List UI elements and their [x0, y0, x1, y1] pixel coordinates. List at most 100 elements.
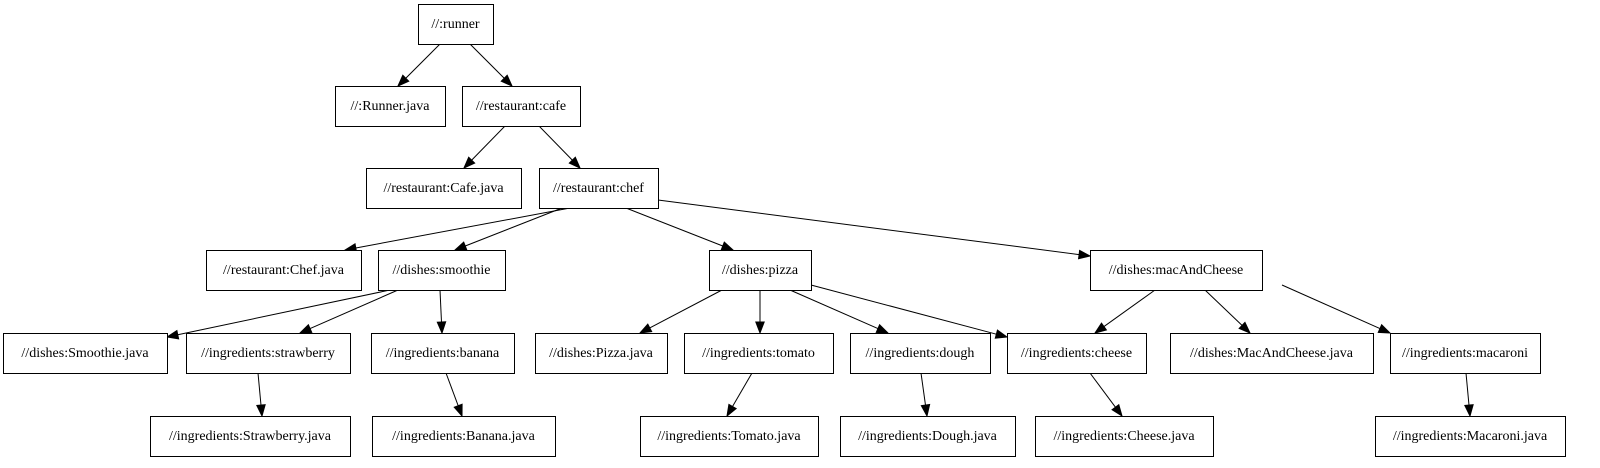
node-ing_macaroni_java[interactable]: //ingredients:Macaroni.java — [1375, 416, 1566, 457]
edge-dishes_smoothie-to-ing_strawberry — [298, 289, 399, 334]
edge-line — [309, 289, 399, 330]
edge-arrowhead — [256, 404, 266, 418]
edge-dishes_smoothie-to-dishes_smoothie_java — [165, 289, 391, 340]
node-box[interactable] — [640, 416, 819, 457]
node-dishes_macandcheese[interactable]: //dishes:macAndCheese — [1090, 250, 1263, 291]
edge-dishes_macandcheese-to-dishes_macandcheese_java — [1204, 289, 1252, 334]
nodes-layer: //:runner //:Runner.java //restaurant:cafe… — [3, 4, 1566, 457]
node-box[interactable] — [1390, 333, 1541, 374]
edge-line — [538, 125, 573, 161]
node-label: //dishes:Smoothie.java — [21, 346, 149, 361]
edge-restaurant_chef-to-dishes_pizza — [625, 207, 735, 251]
node-label: //ingredients:macaroni — [1402, 346, 1528, 361]
node-box[interactable] — [535, 333, 668, 374]
edge-line — [439, 289, 442, 323]
node-box[interactable] — [1375, 416, 1566, 457]
edge-arrowhead — [638, 323, 653, 334]
node-ing_cheese_java[interactable]: //ingredients:Cheese.java — [1035, 416, 1214, 457]
node-ing_tomato[interactable]: //ingredients:tomato — [684, 333, 834, 374]
edge-line — [465, 207, 563, 247]
edge-arrowhead — [165, 329, 180, 340]
edge-dishes_macandcheese-to-ing_macaroni — [1281, 284, 1392, 334]
edge-arrowhead — [755, 321, 765, 335]
node-label: //restaurant:cafe — [476, 99, 566, 114]
node-box[interactable] — [462, 86, 581, 127]
edge-arrowhead — [1093, 322, 1108, 334]
edge-dishes_smoothie-to-ing_banana — [436, 289, 447, 335]
node-box[interactable] — [150, 416, 351, 457]
edge-arrowhead — [568, 156, 581, 170]
node-box[interactable] — [335, 86, 446, 127]
node-box[interactable] — [1170, 333, 1374, 374]
edge-arrowhead — [1077, 249, 1092, 260]
node-dishes_pizza_java[interactable]: //dishes:Pizza.java — [535, 333, 668, 374]
node-box[interactable] — [366, 168, 522, 209]
edge-arrowhead — [726, 403, 738, 418]
edge-arrowhead — [1377, 323, 1392, 334]
edge-line — [1204, 289, 1243, 326]
edge-dishes_pizza-to-ing_dough — [789, 289, 890, 334]
edge-line — [1281, 284, 1381, 329]
node-ing_banana_java[interactable]: //ingredients:Banana.java — [372, 416, 556, 457]
node-label: //restaurant:chef — [553, 181, 644, 196]
node-ing_dough_java[interactable]: //ingredients:Dough.java — [840, 416, 1016, 457]
node-box[interactable] — [840, 416, 1016, 457]
edge-arrowhead — [994, 329, 1009, 339]
node-box[interactable] — [378, 250, 506, 291]
node-restaurant_cafe_java[interactable]: //restaurant:Cafe.java — [366, 168, 522, 209]
edge-dishes_pizza-to-dishes_pizza_java — [638, 289, 723, 334]
edge-runner-to-runner_java — [397, 43, 441, 87]
node-dishes_pizza[interactable]: //dishes:pizza — [709, 250, 812, 291]
node-box[interactable] — [684, 333, 834, 374]
node-box[interactable] — [1090, 250, 1263, 291]
edge-line — [445, 372, 459, 406]
node-ing_tomato_java[interactable]: //ingredients:Tomato.java — [640, 416, 819, 457]
node-box[interactable] — [186, 333, 351, 374]
edge-arrowhead — [397, 74, 410, 87]
node-box[interactable] — [850, 333, 991, 374]
node-label: //ingredients:Macaroni.java — [1393, 429, 1548, 444]
edge-line — [1103, 289, 1156, 327]
node-restaurant_cafe[interactable]: //restaurant:cafe — [462, 86, 581, 127]
node-restaurant_chef[interactable]: //restaurant:chef — [539, 168, 659, 209]
node-ing_cheese[interactable]: //ingredients:cheese — [1007, 333, 1147, 374]
node-label: //ingredients:Tomato.java — [657, 429, 801, 444]
node-ing_strawberry[interactable]: //ingredients:strawberry — [186, 333, 351, 374]
edge-arrowhead — [1111, 403, 1123, 418]
node-dishes_smoothie[interactable]: //dishes:smoothie — [378, 250, 506, 291]
node-box[interactable] — [1035, 416, 1214, 457]
node-ing_dough[interactable]: //ingredients:dough — [850, 333, 991, 374]
node-box[interactable] — [709, 250, 812, 291]
node-label: //:Runner.java — [351, 99, 431, 114]
node-dishes_smoothie_java[interactable]: //dishes:Smoothie.java — [3, 333, 168, 374]
node-label: //ingredients:cheese — [1021, 346, 1132, 361]
edge-dishes_macandcheese-to-ing_cheese — [1093, 289, 1156, 334]
node-box[interactable] — [539, 168, 659, 209]
edge-arrowhead — [453, 403, 463, 418]
edge-line — [469, 43, 505, 79]
node-ing_macaroni[interactable]: //ingredients:macaroni — [1390, 333, 1541, 374]
edge-arrowhead — [500, 74, 513, 87]
node-box[interactable] — [371, 333, 515, 374]
node-runner_java[interactable]: //:Runner.java — [335, 86, 446, 127]
edge-arrowhead — [875, 323, 890, 334]
node-ing_banana[interactable]: //ingredients:banana — [371, 333, 515, 374]
node-ing_strawberry_java[interactable]: //ingredients:Strawberry.java — [150, 416, 351, 457]
edge-arrowhead — [1464, 404, 1474, 418]
node-box[interactable] — [3, 333, 168, 374]
node-label: //dishes:macAndCheese — [1109, 263, 1244, 278]
node-box[interactable] — [206, 250, 362, 291]
node-box[interactable] — [1007, 333, 1147, 374]
node-dishes_macandcheese_java[interactable]: //dishes:MacAndCheese.java — [1170, 333, 1374, 374]
edge-arrowhead — [463, 156, 476, 170]
edge-line — [405, 43, 441, 79]
node-label: //dishes:pizza — [722, 263, 799, 278]
node-runner[interactable]: //:runner — [418, 4, 494, 45]
edge-line — [1465, 372, 1470, 406]
node-box[interactable] — [418, 4, 494, 45]
node-box[interactable] — [372, 416, 556, 457]
edge-arrowhead — [1238, 321, 1252, 334]
node-restaurant_chef_java[interactable]: //restaurant:Chef.java — [206, 250, 362, 291]
node-label: //ingredients:Strawberry.java — [169, 429, 332, 444]
edge-arrowhead — [920, 403, 931, 418]
